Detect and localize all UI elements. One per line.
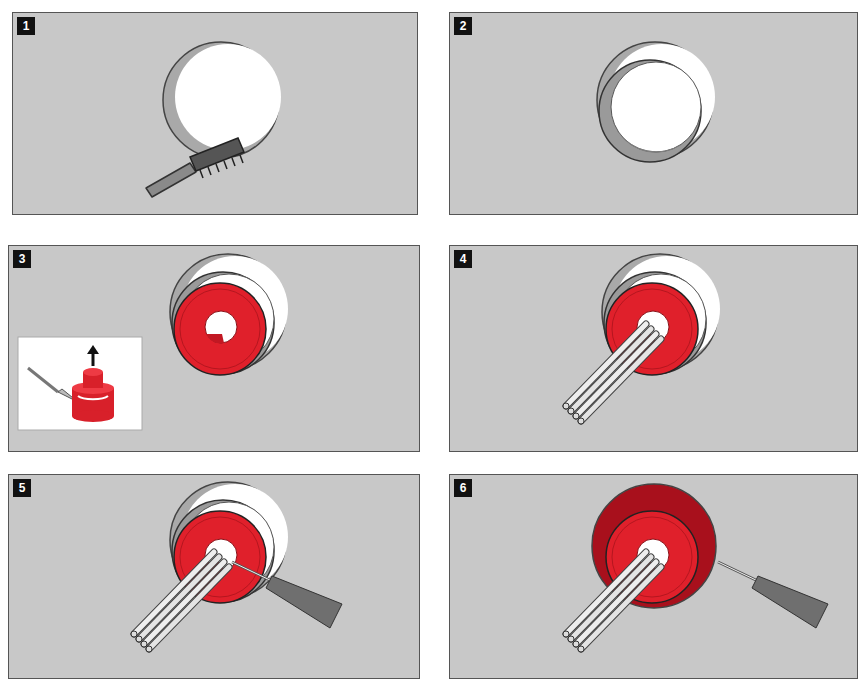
- step-number: 4: [454, 250, 472, 268]
- step-panel: 4: [449, 245, 858, 452]
- step-number: 6: [454, 479, 472, 497]
- step-number: 1: [17, 17, 35, 35]
- step-number: 2: [454, 17, 472, 35]
- step-number: 5: [13, 479, 31, 497]
- step-panel: 6: [449, 474, 858, 679]
- step-number: 3: [13, 250, 31, 268]
- step-panel: 2: [449, 12, 858, 215]
- step-panel: 1: [12, 12, 418, 215]
- step-panel: 3: [8, 245, 420, 452]
- step-panel: 5: [8, 474, 420, 679]
